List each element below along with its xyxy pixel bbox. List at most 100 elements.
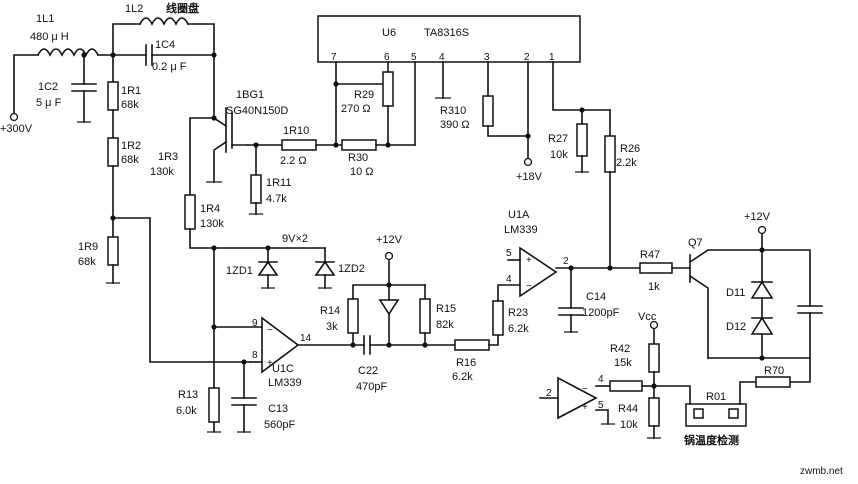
- input-section: [9, 17, 251, 363]
- label-u6-pin6: 6: [384, 52, 390, 63]
- cap-right: [797, 305, 823, 314]
- resistor-r27: [576, 123, 588, 157]
- label-u1a-pin4: 4: [506, 274, 512, 285]
- resistor-r310: [482, 95, 494, 127]
- ic-u6-body: [317, 15, 581, 63]
- label-u1c-minus-sign: −: [267, 325, 273, 336]
- labels: 1L1 480 μ H 1L2 线圈盘 1C4 0.2 μ F 1C2 5 μ …: [0, 1, 843, 477]
- zener-1zd1: [257, 260, 279, 276]
- label-left-opamp-minus-sign: −: [582, 384, 588, 395]
- label-supply-vcc: Vcc: [638, 311, 657, 323]
- label-u1a-part: LM339: [504, 224, 538, 236]
- label-1l2-extra: 线圈盘: [166, 1, 199, 15]
- label-1r10-ref: 1R10: [283, 125, 309, 137]
- label-r23-ref: R23: [508, 307, 528, 319]
- label-1c4-value: 0.2 μ F: [152, 61, 187, 73]
- label-1c2-ref: 1C2: [38, 81, 58, 93]
- resistor-1r1: [107, 81, 119, 111]
- cap-c13: [231, 397, 257, 406]
- label-zener-1zd1: 1ZD1: [226, 265, 253, 277]
- label-u1a-minus-sign: −: [526, 281, 532, 292]
- label-r44-value: 10k: [620, 419, 638, 431]
- label-r27-ref: R27: [548, 133, 568, 145]
- label-d12: D12: [726, 321, 746, 333]
- label-left-opamp-out: 2: [546, 388, 552, 399]
- resistor-r15: [419, 298, 431, 334]
- label-r16-ref: R16: [456, 357, 476, 369]
- resistor-r26: [604, 135, 616, 173]
- label-c22-ref: C22: [358, 365, 378, 377]
- resistor-r47: [639, 262, 673, 274]
- label-igbt-part: SG40N150D: [226, 105, 288, 117]
- opamp-u1a-body: [519, 246, 558, 298]
- label-supply-12v-left: +12V: [376, 234, 403, 246]
- label-u1a-pin5: 5: [506, 248, 512, 259]
- supply-12v-right-terminal: [757, 225, 767, 235]
- label-r30-value: 10 Ω: [350, 166, 374, 178]
- label-1r3-ref: 1R3: [158, 151, 178, 163]
- label-u6-pin7: 7: [331, 52, 337, 63]
- label-u1c-pin14: 14: [300, 333, 312, 344]
- label-igbt-ref: 1BG1: [236, 89, 264, 101]
- label-zener-pair: 9V×2: [282, 233, 308, 245]
- label-r26-ref: R26: [620, 143, 640, 155]
- supply-18v-terminal: [523, 157, 533, 167]
- label-u1c-plus-sign: +: [267, 358, 273, 369]
- label-1r4-ref: 1R4: [200, 203, 220, 215]
- cap-c22: [363, 335, 371, 355]
- label-r14-ref: R14: [320, 305, 340, 317]
- label-r13-value: 6.0k: [176, 405, 197, 417]
- resistor-1r10: [281, 139, 317, 151]
- label-u1a-ref: U1A: [508, 209, 530, 221]
- watermark: zwmb.net: [800, 466, 843, 477]
- label-1r11-value: 4.7k: [266, 193, 287, 205]
- wire-divider-to-u1c: [112, 217, 251, 363]
- resistor-1r4: [184, 194, 196, 230]
- divider-1r3-1r4: [184, 194, 326, 433]
- resistor-r70: [755, 376, 791, 388]
- resistor-r23: [492, 300, 504, 336]
- label-supply-12v-right: +12V: [744, 211, 771, 223]
- label-1l2-ref: 1L2: [125, 3, 143, 15]
- label-c13-value: 560pF: [264, 419, 295, 431]
- label-1r1-ref: 1R1: [121, 85, 141, 97]
- label-r29-value: 270 Ω: [341, 103, 371, 115]
- label-1r2-value: 68k: [121, 154, 139, 166]
- label-d11: D11: [726, 287, 745, 299]
- label-r42-value: 15k: [614, 357, 632, 369]
- ic-u6: [317, 15, 616, 269]
- label-r42-ref: R42: [610, 343, 630, 355]
- label-r23-value: 6.2k: [508, 323, 529, 335]
- label-1r3-value: 130k: [150, 166, 174, 178]
- opamp-u1a: [507, 246, 691, 333]
- label-u6-pin2: 2: [524, 52, 530, 63]
- label-1r11-ref: 1R11: [266, 177, 291, 189]
- label-r27-value: 10k: [550, 149, 568, 161]
- resistor-r30: [341, 139, 377, 151]
- label-1c2-value: 5 μ F: [36, 97, 62, 109]
- resistor-1r11: [250, 174, 262, 204]
- resistor-r42: [648, 343, 660, 373]
- label-u6-pin1: 1: [549, 52, 555, 63]
- zener-pair: [257, 245, 336, 289]
- opamp-left-body: [557, 376, 598, 420]
- wire-300v: [13, 54, 39, 114]
- resistor-r13: [208, 387, 220, 423]
- label-r70: R70: [764, 365, 784, 377]
- diode-d11: [750, 280, 774, 299]
- label-supply-18v: +18V: [516, 171, 543, 183]
- label-1l1-value: 480 μ H: [30, 31, 69, 43]
- label-u1c-pin8: 8: [252, 350, 258, 361]
- label-1r1-value: 68k: [121, 99, 139, 111]
- resistor-r29: [382, 71, 394, 107]
- label-r29-ref: R29: [354, 89, 374, 101]
- resistor-r44: [648, 397, 660, 427]
- label-1r2-ref: 1R2: [121, 140, 141, 152]
- inductor-1l1: [36, 48, 100, 57]
- cap-c14: [558, 307, 584, 316]
- igbt-1bg1: [189, 107, 249, 196]
- cap-1c2: [71, 83, 97, 92]
- coupling-network: [347, 251, 521, 355]
- label-u1c-pin9: 9: [252, 318, 258, 329]
